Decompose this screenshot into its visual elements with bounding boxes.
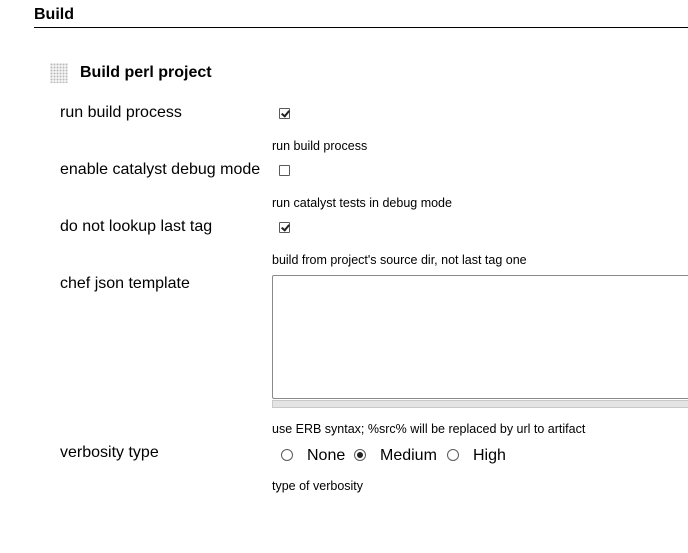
textarea-resize-handle[interactable] <box>272 400 688 408</box>
chef-json-textarea[interactable] <box>272 275 688 399</box>
builder-title: Build perl project <box>80 64 212 81</box>
radio-medium-label: Medium <box>380 447 437 464</box>
no-lookup-tag-label: do not lookup last tag <box>60 218 213 235</box>
catalyst-debug-checkbox[interactable] <box>279 165 290 176</box>
catalyst-debug-help: run catalyst tests in debug mode <box>272 196 452 210</box>
verbosity-help: type of verbosity <box>272 479 364 493</box>
section-header: Build <box>34 6 688 28</box>
section-title: Build <box>34 6 74 23</box>
verbosity-label: verbosity type <box>60 444 159 461</box>
radio-none-label: None <box>307 447 346 464</box>
run-build-label: run build process <box>60 104 182 121</box>
run-build-help: run build process <box>272 139 368 153</box>
chef-json-label: chef json template <box>60 275 190 292</box>
radio-medium[interactable] <box>354 449 366 461</box>
chef-json-help: use ERB syntax; %src% will be replaced b… <box>272 422 586 436</box>
run-build-checkbox[interactable] <box>279 108 290 119</box>
no-lookup-tag-help: build from project's source dir, not las… <box>272 253 527 267</box>
radio-high-label: High <box>473 447 506 464</box>
drag-handle-icon[interactable] <box>50 63 68 83</box>
radio-high[interactable] <box>447 449 459 461</box>
radio-none[interactable] <box>281 449 293 461</box>
catalyst-debug-label: enable catalyst debug mode <box>60 161 261 178</box>
no-lookup-tag-checkbox[interactable] <box>279 222 290 233</box>
